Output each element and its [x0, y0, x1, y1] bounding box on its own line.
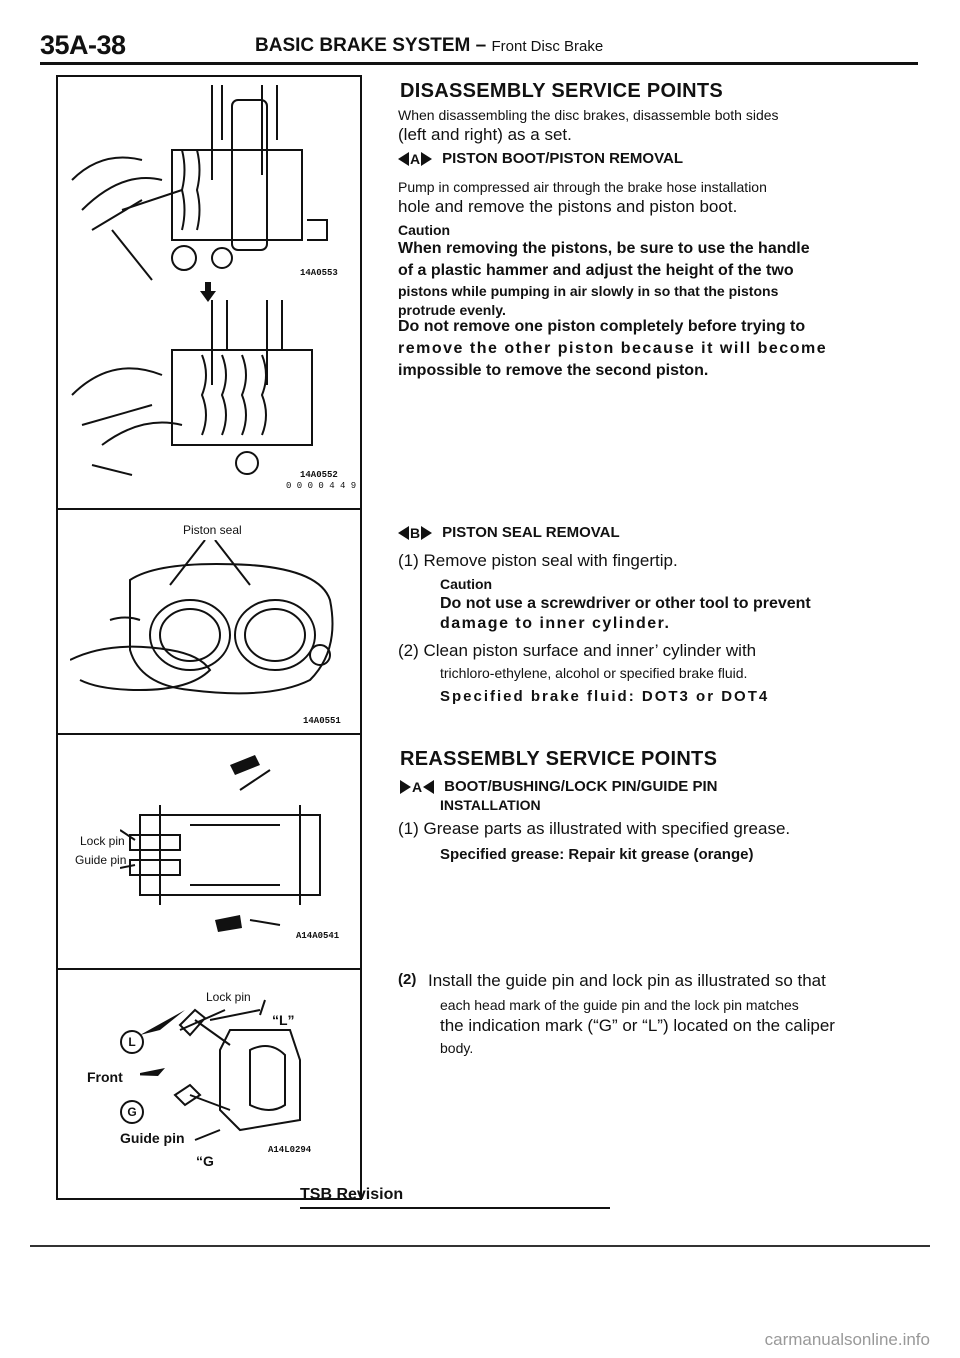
figure-2-code: 14A0552	[300, 470, 338, 480]
install-step-line-3: the indication mark (“G” or “L”) located…	[440, 1016, 835, 1035]
remove-seal-step: (1) Remove piston seal with fingertip.	[398, 551, 678, 570]
install-step-line-2: each head mark of the guide pin and the …	[440, 997, 799, 1013]
lock-pin-label: Lock pin	[80, 834, 125, 848]
pin-installation-title-2: INSTALLATION	[440, 797, 541, 813]
left-triangle-icon	[398, 151, 409, 166]
page-title: BASIC BRAKE SYSTEM – Front Disc Brake	[255, 35, 603, 57]
caution-1-line-4: protrude evenly.	[398, 302, 506, 318]
disassembly-heading: DISASSEMBLY SERVICE POINTS	[400, 80, 724, 102]
caliper-piston-removal-illustration-1	[71, 85, 328, 281]
lock-pin-label-2: Lock pin	[206, 990, 251, 1004]
caliper-piston-seal-illustration	[70, 540, 334, 695]
install-step-line-4: body.	[440, 1040, 474, 1056]
figure-frame-top	[56, 75, 361, 77]
caution-2-line-2: damage to inner cylinder.	[440, 615, 671, 632]
marker-b-disassembly: B	[398, 525, 433, 541]
page-title-main: BASIC BRAKE SYSTEM –	[255, 35, 487, 56]
figure-frame-bottom	[56, 1198, 361, 1200]
figure-1-code: 14A0553	[300, 268, 338, 278]
grease-step: (1) Grease parts as illustrated with spe…	[398, 819, 791, 838]
pump-line-1: Pump in compressed air through the brake…	[398, 179, 767, 195]
caliper-pin-grease-illustration	[120, 755, 321, 932]
figure-divider-2	[56, 733, 361, 735]
down-arrow-icon	[200, 282, 216, 302]
watermark: carmanualsonline.info	[764, 1330, 930, 1349]
caution-1-line-7: impossible to remove the second piston.	[398, 362, 709, 379]
figure-2-ref: 0 0 0 0 4 4 9	[286, 481, 357, 491]
caution-1-line-1: When removing the pistons, be sure to us…	[398, 240, 810, 257]
tsb-rule	[300, 1207, 610, 1209]
figure-4-code: A14A0541	[296, 931, 340, 941]
right-triangle-icon	[421, 151, 433, 166]
front-label: Front	[87, 1069, 123, 1085]
piston-seal-removal-title: PISTON SEAL REMOVAL	[442, 524, 620, 541]
intro-line-1: When disassembling the disc brakes, disa…	[398, 107, 779, 123]
mark-G-label: “G	[196, 1153, 214, 1169]
caution-1-line-2: of a plastic hammer and adjust the heigh…	[398, 262, 794, 279]
marker-a-disassembly: A	[398, 151, 433, 167]
figure-divider-1	[56, 508, 361, 510]
caliper-pin-installation-illustration	[140, 999, 301, 1141]
reassembly-heading: REASSEMBLY SERVICE POINTS	[400, 748, 718, 770]
clean-step-line-1: (2) Clean piston surface and inner’ cyli…	[398, 641, 757, 660]
piston-seal-label: Piston seal	[183, 523, 242, 537]
mark-L-label: “L”	[272, 1012, 295, 1028]
caliper-piston-removal-illustration-2	[71, 300, 313, 476]
left-triangle-icon	[398, 525, 409, 540]
figure-5-code: A14L0294	[268, 1145, 312, 1155]
left-triangle-icon	[423, 779, 435, 794]
circle-L-mark: L	[120, 1030, 144, 1054]
tsb-revision: TSB Revision	[300, 1186, 404, 1203]
right-triangle-icon	[421, 525, 433, 540]
caution-label-1: Caution	[398, 222, 451, 238]
guide-pin-label-2: Guide pin	[120, 1130, 185, 1146]
caution-label-2: Caution	[440, 576, 493, 592]
page-subtitle: Front Disc Brake	[491, 38, 604, 55]
pin-installation-heading: A BOOT/BUSHING/LOCK PIN/GUIDE PIN	[400, 778, 717, 795]
piston-boot-removal-heading: A PISTON BOOT/PISTON REMOVAL	[398, 150, 683, 167]
marker-a-reassembly: A	[400, 779, 435, 795]
pin-installation-title-1: BOOT/BUSHING/LOCK PIN/GUIDE PIN	[444, 778, 718, 795]
right-triangle-icon	[400, 779, 411, 794]
intro-line-2: (left and right) as a set.	[398, 125, 572, 144]
figure-divider-3	[56, 968, 361, 970]
pump-line-2: hole and remove the pistons and piston b…	[398, 197, 738, 216]
specified-grease: Specified grease: Repair kit grease (ora…	[440, 846, 754, 863]
guide-pin-label: Guide pin	[75, 853, 127, 867]
page-number: 35A-38	[40, 30, 126, 60]
clean-step-line-2: trichloro-ethylene, alcohol or specified…	[440, 665, 748, 681]
install-step-number: (2)	[398, 971, 417, 988]
caution-1-line-5: Do not remove one piston completely befo…	[398, 318, 806, 335]
caution-2-line-1: Do not use a screwdriver or other tool t…	[440, 595, 811, 612]
caution-1-line-6: remove the other piston because it will …	[398, 340, 828, 357]
figure-frame-right	[360, 75, 362, 1200]
circle-G-mark: G	[120, 1100, 144, 1124]
figure-3-code: 14A0551	[303, 716, 341, 726]
install-step-line-1: Install the guide pin and lock pin as il…	[428, 971, 826, 990]
caution-1-line-3: pistons while pumping in air slowly in s…	[398, 283, 779, 299]
figure-frame-left	[56, 75, 58, 1200]
specified-brake-fluid: Specified brake fluid: DOT3 or DOT4	[440, 688, 770, 705]
header-rule	[40, 62, 918, 65]
piston-boot-removal-title: PISTON BOOT/PISTON REMOVAL	[442, 150, 683, 167]
footer-rule	[30, 1245, 930, 1247]
piston-seal-removal-heading: B PISTON SEAL REMOVAL	[398, 524, 620, 541]
